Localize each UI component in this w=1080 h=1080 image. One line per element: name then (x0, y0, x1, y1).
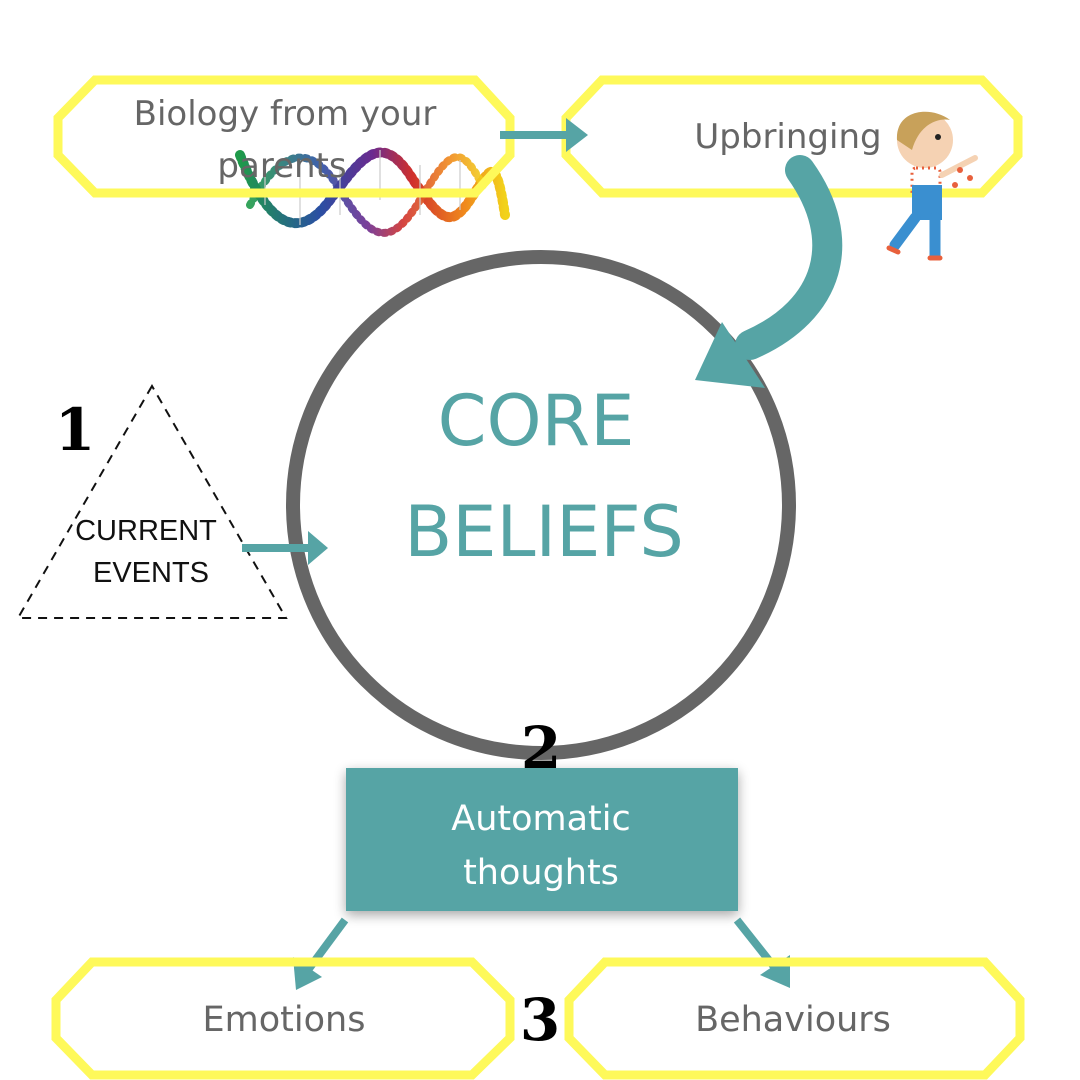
step-number-3: 3 (520, 986, 560, 1054)
step-number-2: 2 (521, 714, 561, 782)
core-label-line2: BELIEFS (404, 491, 684, 573)
arrow-events-to-core (242, 531, 328, 565)
automatic-label-line2: thoughts (463, 853, 619, 893)
current-events-triangle (16, 384, 288, 619)
automatic-label-line1: Automatic (451, 799, 631, 839)
emotions-octagon (51, 957, 515, 1080)
arrow-biology-to-upbringing (500, 118, 588, 152)
child-illustration (886, 111, 978, 261)
arrow-thoughts-to-behaviours (733, 917, 790, 988)
behaviours-octagon (564, 957, 1025, 1080)
arrow-upbringing-to-core (695, 155, 843, 388)
biology-node: Biology from your parents (53, 75, 515, 198)
upbringing-label: Upbringing (694, 117, 881, 157)
core-beliefs-circle (286, 250, 796, 760)
current-events-node: CURRENT EVENTS (16, 384, 288, 619)
automatic-thoughts-box (346, 768, 738, 911)
arrow-thoughts-to-emotions (293, 917, 349, 990)
current-events-line2: EVENTS (93, 557, 209, 589)
core-beliefs-node: CORE BELIEFS (286, 250, 796, 760)
step-number-1: 1 (55, 396, 95, 464)
emotions-label: Emotions (203, 1000, 366, 1040)
behaviours-label: Behaviours (695, 1000, 891, 1040)
biology-octagon (53, 75, 515, 198)
biology-label-line1: Biology from your (134, 94, 437, 134)
automatic-thoughts-node: Automatic thoughts (346, 768, 738, 911)
biology-label-line2: parents (217, 146, 346, 186)
current-events-line1: CURRENT (75, 515, 217, 547)
behaviours-node: Behaviours (564, 957, 1025, 1080)
emotions-node: Emotions (51, 957, 515, 1080)
core-label-line1: CORE (438, 380, 635, 462)
